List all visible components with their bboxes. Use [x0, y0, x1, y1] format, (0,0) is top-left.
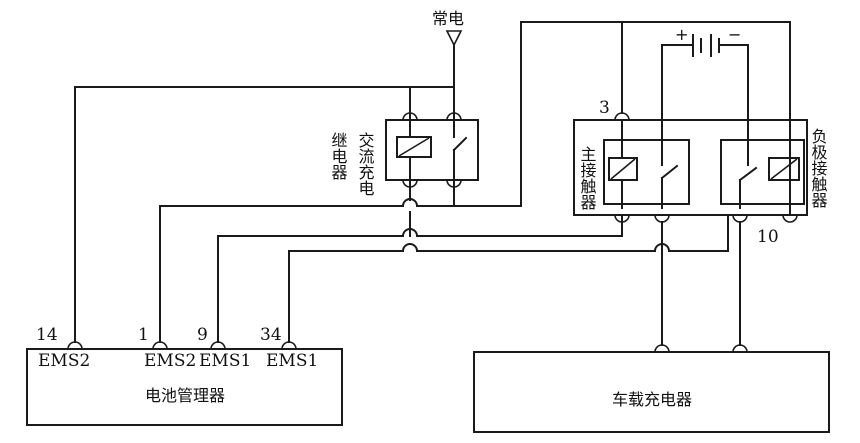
wire-ems2-pin14 — [74, 86, 455, 343]
main-contactor-box — [603, 139, 690, 205]
bms-pin-9-label: EMS1 — [199, 351, 251, 371]
ac-relay-box — [385, 119, 479, 181]
main-contactor-pin: 3 — [599, 98, 610, 118]
bms-pin-14-label: EMS2 — [38, 351, 90, 371]
battery-minus: − — [728, 25, 741, 44]
ac-relay-coil — [396, 136, 432, 158]
power-label: 常电 — [432, 9, 464, 28]
ac-relay-label-left: 继电器 — [329, 132, 348, 180]
power-source: 常电 — [432, 9, 464, 121]
bms-box — [26, 348, 343, 426]
bms-pin-1-number: 1 — [138, 325, 149, 345]
negative-contactor-box — [720, 139, 805, 205]
power-terminal-icon — [445, 30, 463, 47]
battery-plus: + — [675, 25, 688, 44]
wire-ems1-pin9 — [217, 214, 623, 343]
relay-output-wires — [159, 21, 791, 343]
onboard-charger: 车载充电器 — [473, 344, 830, 433]
bms-pin-1-label: EMS2 — [144, 351, 196, 371]
bms-pin-34-label: EMS1 — [266, 351, 318, 371]
bms-title: 电池管理器 — [145, 386, 225, 405]
negative-contactor-label: 负极接触器 — [809, 128, 828, 208]
negative-contactor-coil — [768, 157, 800, 181]
main-contactor: 3 主接触器 — [578, 21, 690, 346]
battery-symbol: + − — [661, 25, 749, 166]
bms-pin-9-number: 9 — [197, 325, 208, 345]
ac-relay-label-right: 交流充电 — [356, 132, 375, 196]
charger-box — [473, 351, 830, 433]
battery-management-unit: 14 1 9 34 EMS2 EMS2 EMS1 EMS1 电池管理器 — [26, 325, 343, 426]
ac-charging-relay: 继电器 交流充电 — [329, 112, 479, 196]
contactor-housing — [573, 119, 808, 216]
charger-title: 车载充电器 — [612, 390, 692, 409]
main-contactor-label: 主接触器 — [578, 146, 597, 210]
bms-pin-14-number: 14 — [36, 325, 58, 345]
negative-contactor-pin: 10 — [757, 227, 779, 247]
negative-contactor: 10 负极接触器 — [720, 128, 828, 346]
bms-pin-34-number: 34 — [260, 325, 282, 345]
